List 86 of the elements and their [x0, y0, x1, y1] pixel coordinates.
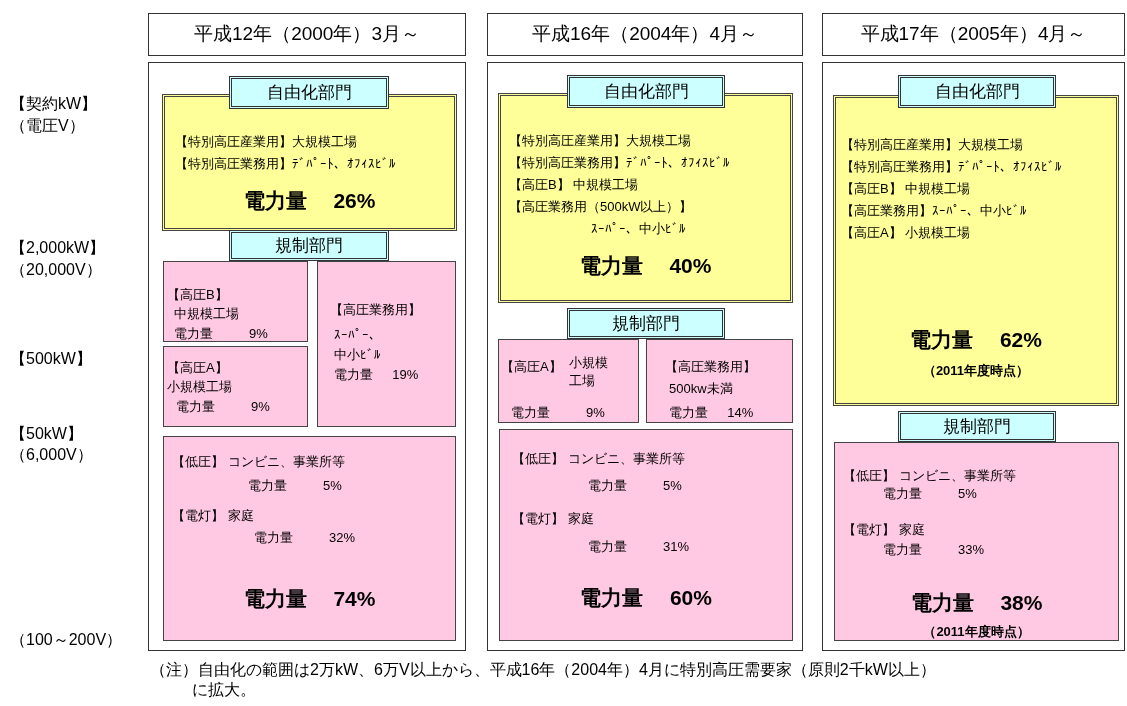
regulated-sector-box [498, 339, 639, 423]
sector-text: 【高圧A】 [501, 359, 562, 375]
period-header [487, 13, 803, 56]
sector-text: 電力量 5% [588, 478, 682, 494]
section-tab [567, 308, 725, 339]
sector-text: 電力量 5% [883, 486, 977, 502]
period-title: 平成12年（2000年）3月～ [194, 22, 420, 47]
sector-text: 500kw未満 [669, 381, 733, 397]
sector-text: 電力量 14% [669, 405, 754, 421]
section-title: 自由化部門 [934, 80, 1020, 103]
section-tab [898, 75, 1056, 108]
period-panel [487, 62, 803, 651]
section-title: 自由化部門 [266, 81, 352, 104]
sector-text: （2011年度時点） [922, 363, 1030, 379]
sector-text: 【電灯】 家庭 [172, 508, 254, 524]
sector-text: 小規模工場 [167, 379, 232, 395]
axis-label: （電圧V） [10, 116, 85, 136]
sector-text: 【高圧A】 小規模工場 [841, 225, 971, 241]
sector-text: 【低圧】 コンビニ、事業所等 [843, 468, 1016, 484]
regulated-sector-box [646, 339, 793, 423]
sector-text: 【高圧業務用（500kW以上）】 [509, 199, 693, 215]
sector-text: 中規模工場 [174, 306, 239, 322]
sector-text: 【特別高圧業務用】ﾃﾞﾊﾟｰﾄ、ｵﾌｨｽﾋﾞﾙ [509, 155, 730, 171]
sector-text: 【高圧業務用】ｽｰﾊﾟｰ、中小ﾋﾞﾙ [841, 203, 1027, 219]
sector-text: 【高圧業務用】 [665, 359, 756, 375]
sector-text: 【高圧B】 中規模工場 [509, 177, 639, 193]
sector-text: 【低圧】 コンビニ、事業所等 [172, 454, 345, 470]
sector-text: 【特別高圧産業用】大規模工場 [509, 133, 691, 149]
sector-text: 電力量 26% [243, 189, 376, 213]
period-header [822, 13, 1125, 56]
period-header [148, 13, 466, 56]
sector-text: 電力量 40% [579, 254, 712, 278]
sector-text: 【高圧業務用】 [330, 302, 421, 318]
regulated-sector-box [317, 261, 456, 427]
sector-text: 中小ﾋﾞﾙ [334, 347, 381, 363]
period-title: 平成17年（2005年）4月～ [860, 22, 1087, 47]
sector-text: 電力量 5% [248, 478, 342, 494]
period-panel [148, 62, 466, 651]
axis-label: 【50kW】 [10, 424, 83, 444]
sector-text: 電力量 32% [254, 530, 356, 546]
sector-text: ｽｰﾊﾟｰ、中小ﾋﾞﾙ [591, 221, 686, 237]
regulated-sector-box [163, 436, 456, 641]
section-tab [229, 230, 389, 261]
sector-text: 【高圧A】 [167, 360, 228, 376]
section-tab [898, 411, 1056, 442]
sector-text: ｽｰﾊﾟｰ、 [334, 327, 382, 343]
regulated-sector-box [163, 346, 308, 427]
sector-text: 【特別高圧業務用】ﾃﾞﾊﾟｰﾄ、ｵﾌｨｽﾋﾞﾙ [175, 156, 396, 172]
sector-text: 【高圧B】 [167, 287, 228, 303]
axis-label: 【2,000kW】 [10, 238, 106, 258]
section-title: 規制部門 [943, 415, 1011, 438]
sector-text: 【低圧】 コンビニ、事業所等 [512, 451, 685, 467]
sector-text: 電力量 60% [580, 586, 712, 610]
section-title: 規制部門 [612, 312, 680, 335]
sector-text: 【電灯】 家庭 [843, 522, 925, 538]
sector-text: 電力量 31% [588, 539, 690, 555]
sector-text: 電力量 9% [176, 399, 270, 415]
sector-text: 電力量 33% [883, 542, 985, 558]
axis-label: （20,000V） [10, 260, 102, 280]
section-tab [229, 76, 389, 109]
axis-label: 【500kW】 [10, 349, 92, 369]
sector-text: 【高圧B】 中規模工場 [841, 181, 971, 197]
regulated-sector-box [834, 442, 1119, 641]
period-panel [822, 62, 1125, 651]
sector-text: 【特別高圧産業用】大規模工場 [841, 137, 1023, 153]
section-title: 自由化部門 [603, 80, 689, 103]
sector-text: 電力量 9% [174, 326, 268, 342]
axis-label: （100～200V） [10, 630, 123, 650]
sector-text: 小規模工場 [569, 354, 609, 390]
regulated-sector-box [163, 261, 308, 342]
sector-text: 【特別高圧産業用】大規模工場 [175, 134, 357, 150]
sector-text: 電力量 19% [334, 367, 419, 383]
sector-text: 電力量 74% [243, 587, 376, 611]
sector-text: 電力量 9% [511, 405, 605, 421]
regulated-sector-box [499, 429, 793, 641]
sector-text: 電力量 62% [910, 328, 1042, 352]
section-title: 規制部門 [275, 234, 343, 257]
axis-label: （6,000V） [10, 445, 93, 465]
sector-text: （2011年度時点） [923, 624, 1030, 640]
period-title: 平成16年（2004年）4月～ [532, 22, 758, 47]
section-tab [567, 75, 725, 108]
sector-text: 【特別高圧業務用】ﾃﾞﾊﾟｰﾄ、ｵﾌｨｽﾋﾞﾙ [841, 159, 1062, 175]
axis-label: 【契約kW】 [10, 94, 98, 114]
sector-text: 電力量 38% [910, 591, 1043, 615]
footnote: （注）自由化の範囲は2万kW、6万V以上から、平成16年（2004年）4月に特別高圧需要家（原則2千kW以上）に拡大。 [150, 660, 937, 700]
sector-text: 【電灯】 家庭 [512, 511, 594, 527]
